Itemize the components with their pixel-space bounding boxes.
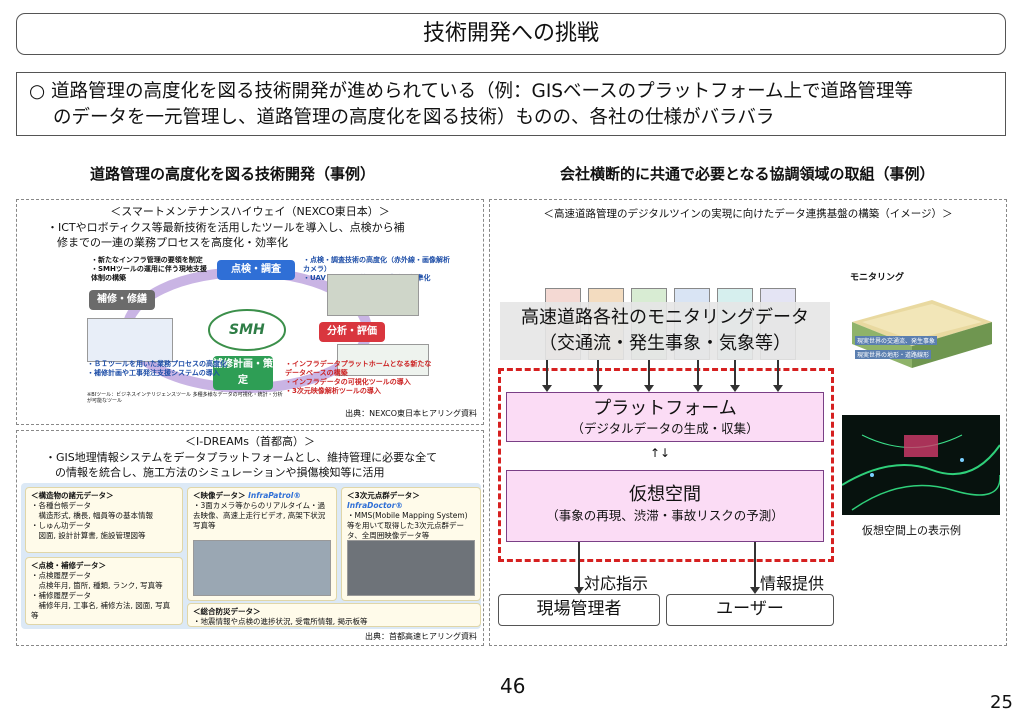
bidirectional-arrow-icon: ↑↓ <box>650 446 671 460</box>
cycle-repair: 補修・修繕 <box>89 290 155 310</box>
inspection-photo <box>327 274 419 316</box>
idreams-desc-2: の情報を統合し、施工方法のシミュレーションや損傷検知等に活用 <box>55 466 385 479</box>
idreams-panel: ＜I-DREAMs（首都高）＞ ・GIS地理情報システムをデータプラットフォーム… <box>16 430 484 646</box>
idreams-desc-1: ・GIS地理情報システムをデータプラットフォームとし、維持管理に必要な全て <box>45 451 438 464</box>
user-box: ユーザー <box>666 594 834 626</box>
idreams-title: ＜I-DREAMs（首都高）＞ <box>184 435 316 448</box>
platform-group-frame <box>498 368 834 562</box>
card-disaster-data: ＜総合防災データ＞ ・地震情報や点検の進捗状況, 受電所情報, 掲示板等 <box>187 603 481 627</box>
iso-label-terrain: 現実世界の地形・道路線形 <box>855 350 932 359</box>
monitoring-label: モニタリング <box>850 273 905 283</box>
smh-title: ＜スマートメンテナンスハイウェイ（NEXCO東日本）＞ <box>110 205 390 218</box>
digital-twin-title: ＜高速道路管理のデジタルツインの実現に向けたデータ連携基盤の構築（イメージ）＞ <box>543 208 953 220</box>
iso-label-traffic: 現実世界の交通流、発生事象 <box>855 336 938 345</box>
instruction-label: 対応指示 <box>584 574 649 593</box>
cycle-analyze: 分析・評価 <box>319 322 385 342</box>
card-video-data: ＜映像データ＞ InfraPatrol® ・3面カメラ等からのリアルタイム・過去… <box>187 487 337 601</box>
page-number: 25 <box>990 692 1013 713</box>
cycle-plan: 補修計画・策定 <box>213 356 273 390</box>
smh-desc-2: 修までの一連の業務プロセスを高度化・効率化 <box>57 236 288 249</box>
smh-note-top-left: ・新たなインフラ管理の要領を制定 ・SMHツールの運用に伴う現地支援体制の構築 <box>91 256 207 282</box>
pointcloud-photo <box>347 540 475 596</box>
arrow-down-1 <box>542 360 552 392</box>
arrow-down-5 <box>730 360 740 392</box>
info-label: 情報提供 <box>760 574 825 593</box>
arrow-down-6 <box>773 360 783 392</box>
summary-box: ○ 道路管理の高度化を図る技術開発が進められている（例：GISベースのプラットフ… <box>16 72 1006 136</box>
card-inspection-data: ＜点検・補修データ＞ ・点検履歴データ 点検年月, 箇所, 種類, ランク, 写… <box>25 557 183 625</box>
virtual-space-box: 仮想空間 （事象の再現、渋滞・事故リスクの予測） <box>506 470 824 542</box>
summary-line-1: ○ 道路管理の高度化を図る技術開発が進められている（例：GISベースのプラットフ… <box>29 81 914 102</box>
infrapatrol-brand: InfraPatrol® <box>248 491 301 500</box>
smh-logo: SMH <box>229 322 265 338</box>
page-title: 技術開発への挑戦 <box>16 13 1006 55</box>
smh-panel: ＜スマートメンテナンスハイウェイ（NEXCO東日本）＞ ・ICTやロボティクス等… <box>16 199 484 425</box>
smh-desc-1: ・ICTやロボティクス等最新技術を活用したツールを導入し、点検から補 <box>47 221 405 234</box>
summary-line-2: のデータを一元管理し、道路管理の高度化を図る技術）ものの、各社の仕様がバラバラ <box>53 107 775 128</box>
arrow-to-user <box>750 542 760 594</box>
monitoring-data-label: 高速道路各社のモニタリングデータ （交通流・発生事象・気象等） <box>500 302 830 360</box>
bullet-icon: ○ <box>29 81 46 102</box>
patrol-photo <box>193 540 331 596</box>
arrow-down-4 <box>693 360 703 392</box>
arrow-down-2 <box>593 360 603 392</box>
virtual-space-caption: 仮想空間上の表示例 <box>862 524 961 537</box>
page-center-number: 46 <box>500 674 526 698</box>
left-heading: 道路管理の高度化を図る技術開発（事例） <box>90 165 376 183</box>
virtual-space-image <box>842 415 1000 515</box>
smh-note-bottom-left: ・ＢＩツールを用いた業務プロセスの高度化 ・補修計画や工事発注支援システムの導入 <box>87 360 227 377</box>
right-heading: 会社横断的に共通で必要となる協調領域の取組（事例） <box>560 165 935 183</box>
bi-tool-screenshot <box>87 318 173 362</box>
arrow-to-manager <box>574 542 584 594</box>
infradoctor-brand: InfraDoctor® <box>347 501 403 510</box>
cycle-inspect: 点検・調査 <box>217 260 295 280</box>
arrow-down-3 <box>644 360 654 392</box>
smh-footnote: ※BIツール：ビジネスインテリジェンスツール 多種多様なデータの可視化・統計・分… <box>87 392 283 404</box>
smh-note-bottom-right: ・インフラデータプラットホームとなる新たなデータベースの構築 ・インフラデータの… <box>285 360 432 395</box>
idreams-source: 出典：首都高速ヒアリング資料 <box>365 632 477 641</box>
site-manager-box: 現場管理者 <box>498 594 660 626</box>
smh-source: 出典：NEXCO東日本ヒアリング資料 <box>345 409 477 418</box>
card-structure-data: ＜構造物の諸元データ＞ ・各種台帳データ 構造形式, 橋長, 幅員等の基本情報 … <box>25 487 183 553</box>
platform-box: プラットフォーム （デジタルデータの生成・収集） <box>506 392 824 442</box>
database-screenshot <box>337 344 429 376</box>
monitoring-iso-image <box>852 300 992 368</box>
digital-twin-panel: ＜高速道路管理のデジタルツインの実現に向けたデータ連携基盤の構築（イメージ）＞ … <box>489 199 1007 646</box>
card-pointcloud-data: ＜3次元点群データ＞ InfraDoctor® ・MMS(Mobile Mapp… <box>341 487 481 601</box>
